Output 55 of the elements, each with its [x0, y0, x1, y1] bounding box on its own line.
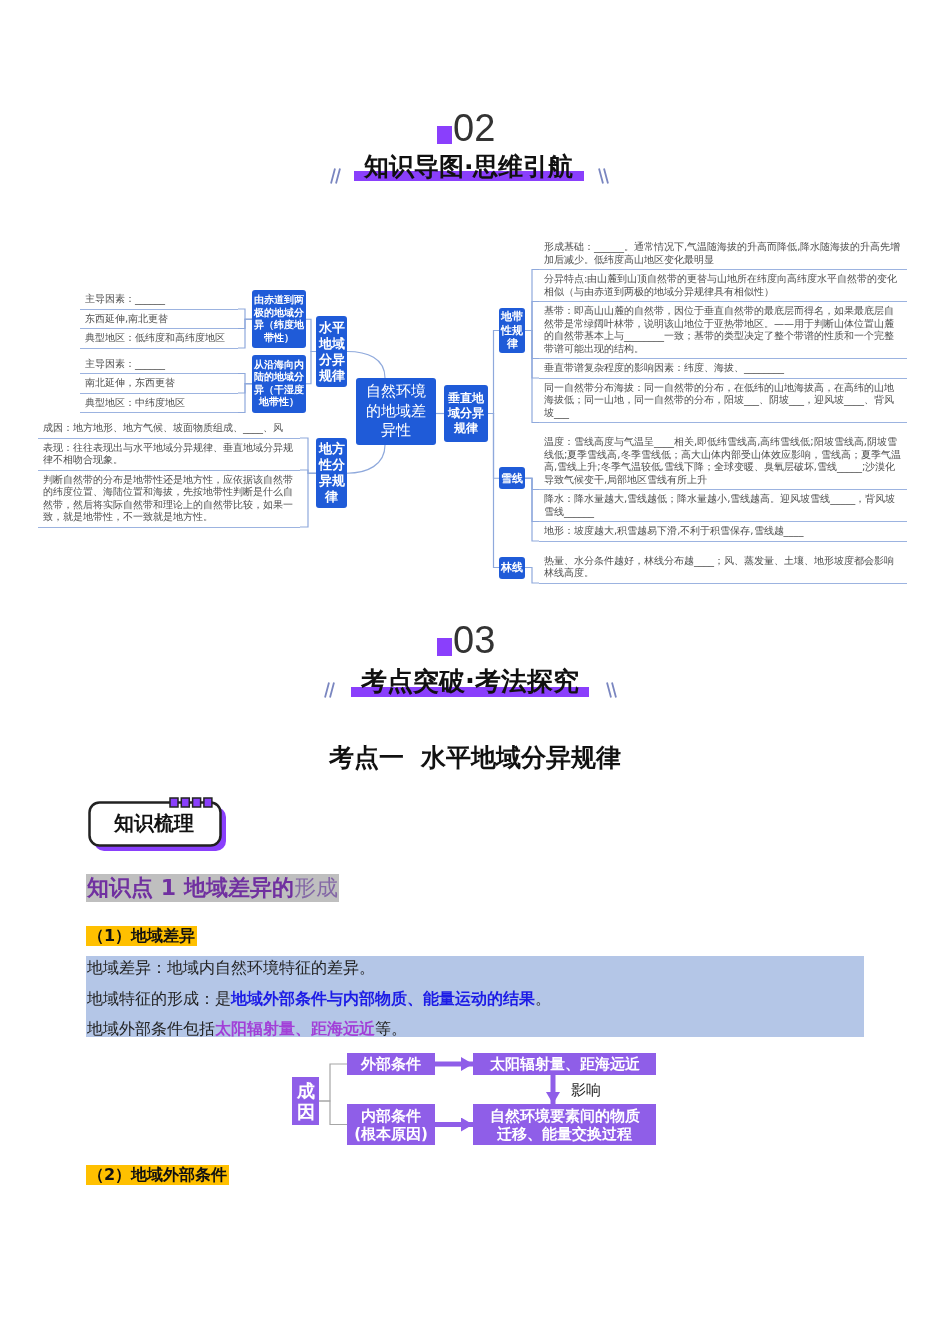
paragraph: 地域外部条件包括太阳辐射量、距海远近等。: [87, 1019, 407, 1039]
connector-line: [346, 350, 386, 379]
topic-box: 从沿海向内陆的地域分异（干湿度地带性）: [252, 354, 306, 413]
block-arrow: [435, 1057, 473, 1071]
subheading: （1）地域差异: [86, 926, 198, 946]
tag-title: 知识梳理: [114, 811, 194, 836]
process-box: 成因: [292, 1077, 319, 1125]
connector-line: [524, 477, 540, 542]
subtopic-note: 地形：坡度越大,积雪越易下滑,不利于积雪保存,雪线越____: [539, 522, 907, 542]
process-box: 自然环境要素间的物质迁移、能量交换过程: [473, 1104, 656, 1145]
block-arrow: [546, 1075, 560, 1104]
connector-line: [524, 566, 540, 584]
subtopic-note: 南北延伸，东西更替: [80, 374, 238, 394]
topic-box: 雪线: [499, 467, 525, 490]
bracket-line: [318, 1100, 348, 1126]
subtopic-note: 降水：降水量越大,雪线越低；降水量越小,雪线越高。迎风坡雪线_____，背风坡雪线______: [539, 490, 907, 522]
process-box: 外部条件: [347, 1053, 435, 1075]
connector-line: [237, 383, 253, 414]
topic-box: 地方性分异规律: [316, 438, 347, 509]
subtopic-note: 分异特点:由山麓到山顶自然带的更替与山地所在纬度向高纬度水平自然带的变化相似（与由赤道到两极的地域分异规律具有相似性）: [539, 270, 907, 302]
subtopic-note: 表现：往往表现出与水平地域分异规律、垂直地域分异规律不相吻合现象。: [38, 438, 300, 471]
process-box: 内部条件(根本原因): [347, 1104, 435, 1145]
subtopic-note: 形成基础：______。通常情况下,气温随海拔的升高而降低,降水随海拔的升高先增加后减少。低纬度高山地区变化最明显: [539, 238, 907, 270]
connector-line: [524, 329, 540, 424]
subtopic-note: 典型地区：低纬度和高纬度地区: [80, 329, 238, 349]
connector-line: [299, 472, 317, 528]
subtopic-note: 东西延伸,南北更替: [80, 309, 238, 329]
knowledge-point-heading: 知识点 1 地域差异的形成: [86, 874, 339, 902]
topic-heading: 考点一 水平地域分异规律: [329, 742, 621, 774]
subtopic-note: 温度：雪线高度与气温呈____相关,即低纬雪线高,高纬雪线低;阳坡雪线高,阴坡雪线低;夏季雪线高,冬季雪线低；高大山体内部受山体效应影响，雪线高；夏季气温高,雪线上升;冬季气温较低,雪线下降；全球变暖、臭氧层破坏,雪线_____;沙漠化导致气候变干,局部地区雪线有所上升: [539, 433, 907, 490]
process-box: 太阳辐射量、距海远近: [473, 1053, 656, 1075]
connector-line: [346, 444, 386, 474]
section-number: 03: [453, 621, 496, 659]
central-topic-box: 自然环境的地域差异性: [356, 378, 436, 445]
subtopic-note: 垂直带谱复杂程度的影响因素：纬度、海拔、________: [539, 359, 907, 379]
edge-label: 影响: [571, 1080, 601, 1099]
subheading: （2）地域外部条件: [86, 1165, 230, 1185]
section-number: 02: [453, 109, 496, 147]
paragraph: 地域差异：地域内自然环境特征的差异。: [87, 958, 375, 978]
subtopic-note: 基带：即高山山麓的自然带，因位于垂直自然带的最底层而得名，如果最底层自然带是常绿阔叶林带，说明该山地位于亚热带地区。——用于判断山体位置山麓的自然带基本上与________一致；基带的类型决定了整个带谱的性质和一个完整带谱可能出现的结构。: [539, 302, 907, 359]
subtopic-note: 典型地区：中纬度地区: [80, 393, 238, 413]
subtopic-note: 成因：地方地形、地方气候、坡面物质组成、____、风: [38, 419, 300, 439]
topic-box: 垂直地域分异规律: [444, 385, 488, 442]
subtopic-note: 判断自然带的分布是地带性还是地方性，应依据该自然带的纬度位置、海陆位置和海拔，先按地带性判断是什么自然带，然后将实际自然带和理论上的自然带比较，如果一致，就是地带性，不一致就是地方性。: [38, 470, 300, 528]
topic-box: 水平地域分异规律: [316, 316, 347, 387]
topic-box: 地带性规律: [499, 308, 525, 353]
subtopic-note: 主导因素：______: [80, 354, 238, 374]
connector-line: [237, 318, 253, 349]
topic-box: 林线: [499, 556, 525, 579]
paragraph: 地域特征的形成：是地域外部条件与内部物质、能量运动的结果。: [87, 989, 551, 1009]
subtopic-note: 同一自然带分布海拔：同一自然带的分布，在低纬的山地海拔高，在高纬的山地海拔低；同一山地，同一自然带的分布，阳坡___、阴坡___，迎风坡____、背风坡___: [539, 378, 907, 423]
subtopic-note: 主导因素：______: [80, 290, 238, 310]
subtopic-note: 热量、水分条件越好，林线分布越____；风、蒸发量、土壤、地形坡度都会影响林线高度。: [539, 551, 907, 584]
topic-box: 由赤道到两极的地域分异（纬度地带性）: [252, 290, 306, 349]
block-arrow: [435, 1117, 473, 1132]
